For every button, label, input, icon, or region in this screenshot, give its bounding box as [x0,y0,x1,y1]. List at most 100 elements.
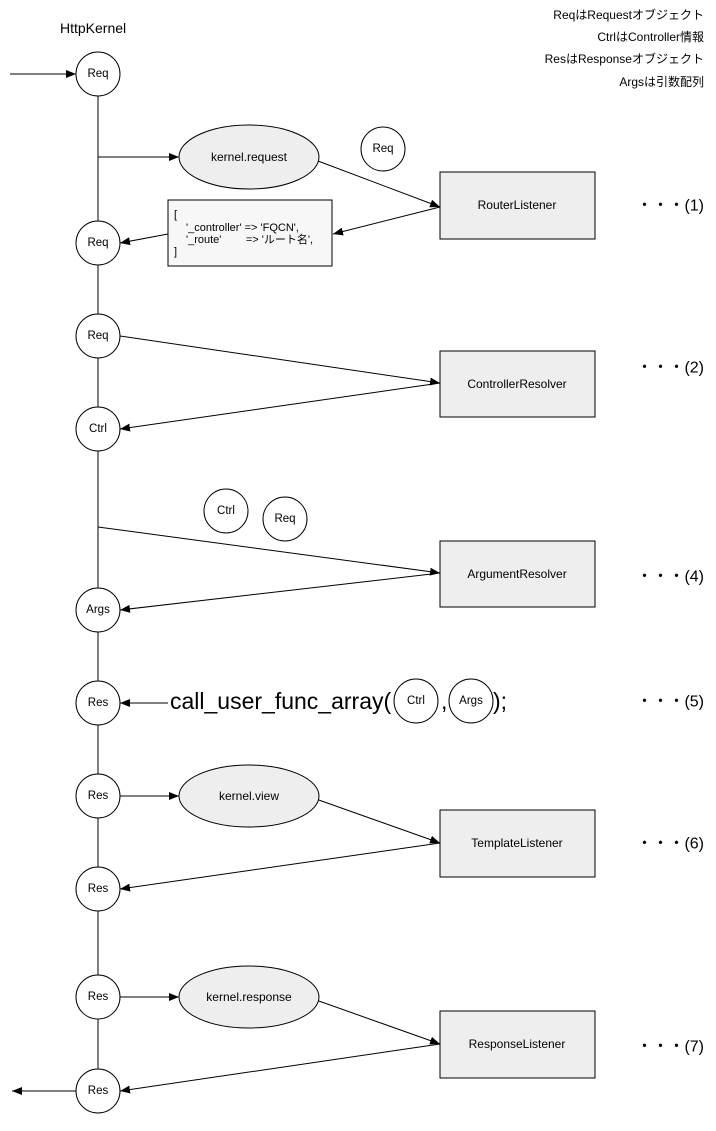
param-argument-ctrl: Ctrl [203,488,249,534]
code-box [167,199,333,267]
arrow-template-to-res [119,842,441,892]
legend-res: ResはResponseオブジェクト [545,51,704,66]
event-label: kernel.request [211,150,288,164]
arrow-route-attributes-to-req [119,233,169,246]
listener-label: ArgumentResolver [467,567,566,581]
step-label-2: ・・・(2) [636,360,704,377]
flow-node-circle [75,587,121,633]
flow-node-req-in: Req [75,51,121,97]
arrow-argument-resolver-to-args [119,572,441,613]
flow-node-circle [75,220,121,266]
param-circle [262,496,308,542]
listener-box [439,809,596,878]
flow-node-res-from-view: Res [75,866,121,912]
route-attributes-box: [ '_controller' => 'FQCN', '_route' => '… [167,199,333,267]
event-ellipse [178,764,320,828]
legend-req: ReqはRequestオブジェクト [553,7,704,22]
flow-node-label: Ctrl [89,423,107,435]
flow-node-ctrl: Ctrl [75,406,121,452]
listener-label: RouterListener [478,198,557,212]
listener-response: ResponseListener [439,1010,596,1079]
flow-node-circle [75,773,121,819]
step-label-4: ・・・(4) [636,569,704,586]
call-close-text: ); [493,688,507,714]
listener-box [439,540,596,608]
legend-args: Argsは引数配列 [619,74,704,89]
listener-box [439,1010,596,1079]
event-ellipse [178,124,320,190]
listener-label: TemplateListener [471,836,562,850]
call-arg-args-label: Args [459,695,483,707]
event-label: kernel.response [206,990,292,1004]
listener-argument-resolver: ArgumentResolver [439,540,596,608]
listener-router: RouterListener [439,171,596,240]
param-argument-req: Req [262,496,308,542]
call-function-text: call_user_func_array( [170,688,392,714]
event-label: kernel.view [219,789,279,803]
step-label-1: ・・・(1) [636,198,704,215]
flow-node-circle [75,1068,121,1114]
flow-node-label: Res [88,883,109,895]
arrow-kernel-response-to-response-listener [315,999,441,1045]
flow-node-res-to-view: Res [75,773,121,819]
arrow-response-listener-to-res [119,1043,441,1094]
flow-node-args: Args [75,587,121,633]
flow-node-label: Res [88,697,109,709]
step-label-7: ・・・(7) [636,1039,704,1056]
flow-node-circle [75,313,121,359]
call-arg-ctrl-circle [393,678,439,724]
flow-node-res-out: Res [75,1068,121,1114]
param-circle [203,488,249,534]
code-close-bracket: ] [174,246,177,258]
listener-box [439,171,596,240]
param-circle [360,126,406,172]
flow-node-circle [75,51,121,97]
controller-call: call_user_func_array( Ctrl , Args ); [170,678,507,724]
call-arg-args-circle [448,678,494,724]
diagram-title: HttpKernel [60,20,126,36]
step-label-6: ・・・(6) [636,836,704,853]
flow-node-label: Req [87,237,108,249]
flow-node-req-to-resolver: Req [75,313,121,359]
arrows [10,70,441,1095]
arrow-req-to-controller-resolver [119,335,441,386]
listener-template: TemplateListener [439,809,596,878]
call-arg-ctrl-label: Ctrl [407,695,425,707]
step-label-5: ・・・(5) [636,694,704,711]
code-controller-line: '_controller' => 'FQCN', [186,222,299,234]
flow-node-res-called: Res [75,680,121,726]
flow-node-circle [75,680,121,726]
code-open-bracket: [ [174,209,177,221]
event-ellipse [178,965,320,1029]
flow-node-req-routed: Req [75,220,121,266]
arrow-to-argument-resolver [97,526,441,576]
arrow-controller-resolver-to-ctrl [119,382,441,432]
flow-node-label: Args [86,604,110,616]
param-label: Req [274,513,295,525]
flow-node-label: Res [88,1085,109,1097]
event-kernel-view: kernel.view [178,764,320,828]
event-kernel-response: kernel.response [178,965,320,1029]
legend: ReqはRequestオブジェクト CtrlはController情報 Resは… [545,7,704,89]
flow-node-label: Req [87,330,108,342]
arrow-kernel-view-to-template [315,798,441,844]
legend-ctrl: CtrlはController情報 [597,30,704,44]
listener-label: ResponseListener [469,1037,566,1051]
param-router-req: Req [360,126,406,172]
listener-label: ControllerResolver [467,377,566,391]
code-route-line: '_route' => 'ルート名', [186,232,313,246]
listener-controller-resolver: ControllerResolver [439,350,596,418]
flow-node-circle [75,406,121,452]
flow-node-circle [75,866,121,912]
arrow-kernel-request-to-router [317,160,441,208]
flow-node-res-to-response: Res [75,974,121,1020]
listener-box [439,350,596,418]
param-label: Req [372,143,393,155]
param-label: Ctrl [217,505,235,517]
event-kernel-request: kernel.request [178,124,320,190]
flow-node-label: Res [88,790,109,802]
step-labels: ・・・(1) ・・・(2) ・・・(4) ・・・(5) ・・・(6) ・・・(7… [636,198,704,1056]
flow-node-label: Req [87,68,108,80]
flow-node-label: Res [88,991,109,1003]
